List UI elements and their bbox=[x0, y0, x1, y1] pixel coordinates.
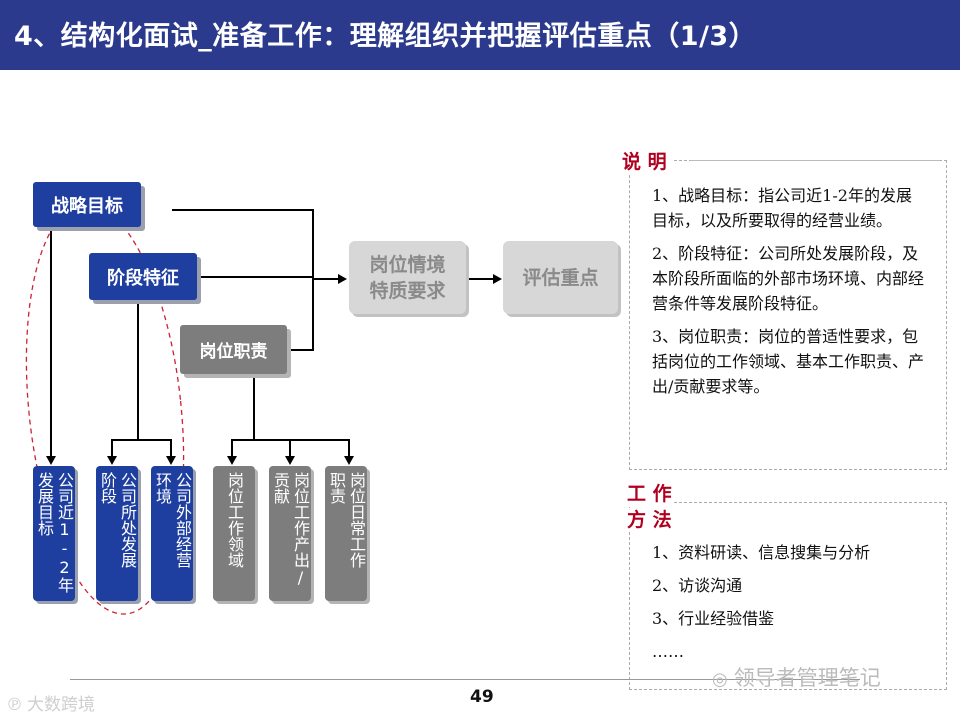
leaf-company-stage: 公司所处发展 阶段 bbox=[96, 466, 138, 601]
wechat-icon: ◎ bbox=[712, 669, 728, 690]
watermark-left: ℗大数跨境 bbox=[6, 695, 95, 715]
logo-icon: ℗ bbox=[6, 695, 23, 715]
leaf-work-area: 岗位工作领域 bbox=[213, 466, 255, 601]
leaf-work-output: 岗位工作产出/ 贡献 bbox=[269, 466, 311, 601]
method-item: …… bbox=[652, 642, 684, 661]
explain-title: 说 明 bbox=[622, 147, 673, 174]
method-item: 3、行业经验借鉴 bbox=[652, 609, 775, 628]
method-text: 1、资料研读、信息搜集与分析 2、访谈沟通 3、行业经验借鉴 …… bbox=[652, 540, 924, 672]
dashed-ellipse bbox=[25, 203, 185, 615]
explain-panel bbox=[629, 160, 947, 470]
explain-item: 2、阶段特征：公司所处发展阶段，及本阶段所面临的外部市场环境、内部经营条件等发展… bbox=[652, 244, 925, 313]
box-evaluation-focus: 评估重点 bbox=[503, 241, 618, 314]
box-stage-feature: 阶段特征 bbox=[89, 253, 197, 300]
method-item: 1、资料研读、信息搜集与分析 bbox=[652, 543, 871, 562]
leaf-daily-duty: 岗位日常工作 职责 bbox=[325, 466, 367, 601]
explain-text: 1、战略目标：指公司近1-2年的发展目标，以及所要取得的经营业绩。 2、阶段特征… bbox=[652, 183, 924, 407]
box-position-duty: 岗位职责 bbox=[180, 325, 287, 374]
watermark-right: ◎领导者管理笔记 bbox=[712, 666, 881, 690]
method-item: 2、访谈沟通 bbox=[652, 576, 743, 595]
method-title-line1: 工 作 bbox=[627, 482, 672, 506]
leaf-company-goal: 公司近1-2年 发展目标 bbox=[33, 466, 75, 601]
page-title: 4、结构化面试_准备工作：理解组织并把握评估重点（1/3） bbox=[14, 21, 757, 52]
explain-item: 1、战略目标：指公司近1-2年的发展目标，以及所要取得的经营业绩。 bbox=[652, 186, 912, 230]
box-strategy-goal: 战略目标 bbox=[33, 182, 141, 227]
box-position-context: 岗位情境 特质要求 bbox=[349, 241, 466, 314]
explain-item: 3、岗位职责：岗位的普适性要求，包括岗位的工作领域、基本工作职责、产出/贡献要求… bbox=[652, 327, 925, 396]
leaf-company-environment: 公司外部经营 环境 bbox=[151, 466, 193, 601]
footer-rule bbox=[70, 679, 860, 680]
explain-title-rule bbox=[690, 160, 940, 161]
method-panel bbox=[629, 502, 947, 690]
method-title-line2: 方 法 bbox=[627, 508, 672, 532]
header-bar: 4、结构化面试_准备工作：理解组织并把握评估重点（1/3） bbox=[0, 0, 960, 70]
page-number: 49 bbox=[470, 687, 494, 707]
